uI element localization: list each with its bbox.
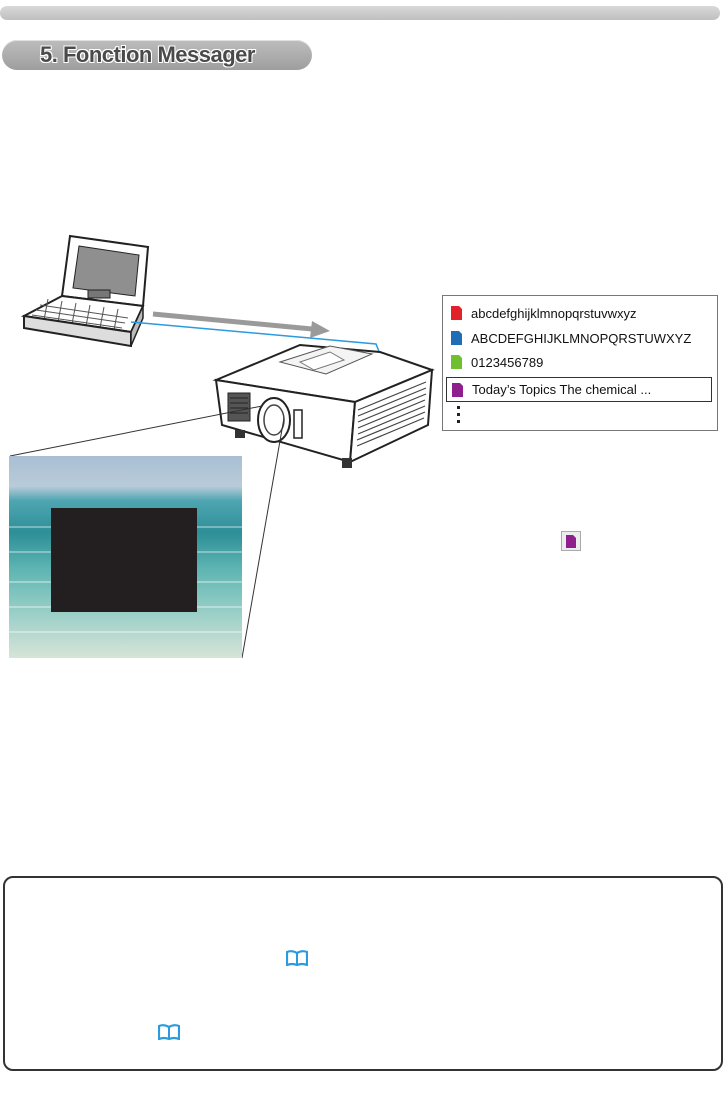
message-file-list: abcdefghijklmnopqrstuvwxyz ABCDEFGHIJKLM… <box>442 295 718 431</box>
projection-line-bottom <box>241 417 285 659</box>
file-list-item-selected[interactable]: Today’s Topics The chemical ... <box>446 377 712 402</box>
inline-document-badge <box>561 531 581 551</box>
document-icon <box>451 306 462 320</box>
file-list-item-label: abcdefghijklmnopqrstuvwxyz <box>471 305 637 321</box>
transfer-arrow <box>152 311 330 338</box>
document-icon <box>566 535 576 548</box>
file-list-item-label: ABCDEFGHIJKLMNOPQRSTUWXYZ <box>471 330 692 346</box>
book-icon[interactable] <box>286 950 308 966</box>
section-title: 5. Fonction Messager <box>40 42 255 67</box>
projected-screen-image <box>9 456 242 658</box>
projector-icon <box>212 343 435 468</box>
document-icon <box>451 331 462 345</box>
illustration <box>9 234 435 659</box>
file-list-item-label: Today’s Topics The chemical ... <box>472 382 652 397</box>
file-list-item[interactable]: 0123456789 <box>451 351 543 373</box>
section-header: 5. Fonction Messager <box>2 40 312 70</box>
more-items-indicator <box>457 406 460 427</box>
laptop-icon <box>20 234 150 348</box>
note-box <box>3 876 723 1071</box>
file-list-item-label: 0123456789 <box>471 354 544 370</box>
book-icon[interactable] <box>158 1024 180 1040</box>
file-list-item[interactable]: abcdefghijklmnopqrstuvwxyz <box>451 302 636 324</box>
header-rule <box>0 6 720 20</box>
document-icon <box>452 382 463 397</box>
file-list-item[interactable]: ABCDEFGHIJKLMNOPQRSTUWXYZ <box>451 327 691 349</box>
message-overlay-box <box>51 508 197 612</box>
projection-line-top <box>9 405 263 457</box>
document-icon <box>451 355 462 369</box>
